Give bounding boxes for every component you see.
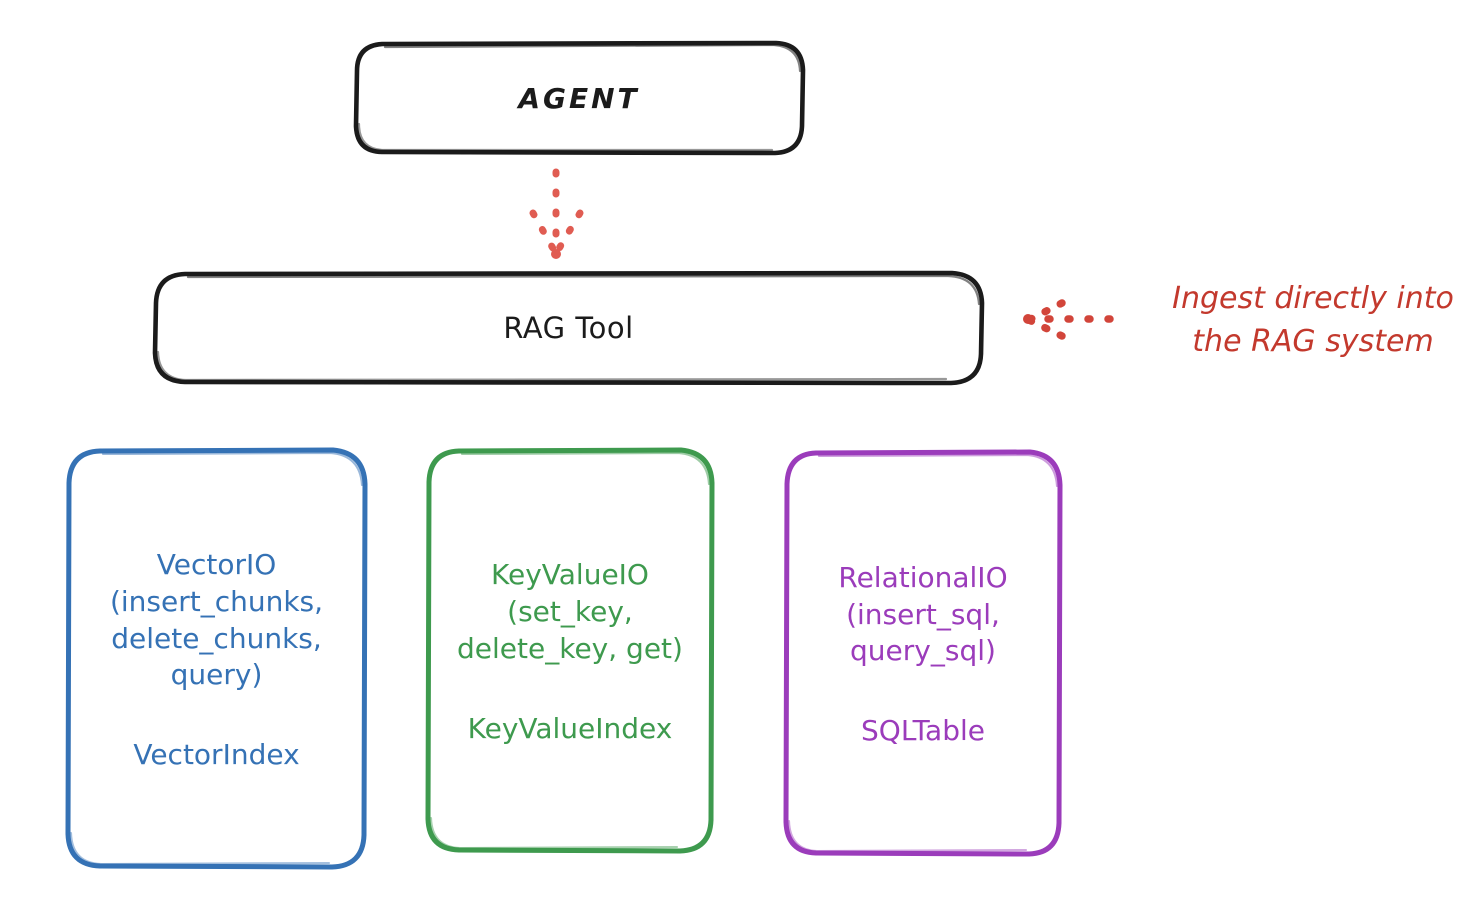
relational-io-content: RelationalIO (insert_sql, query_sql) SQL… [786,560,1060,748]
vector-index-label: VectorIndex [133,738,300,772]
sql-table-label: SQLTable [861,714,985,748]
rag-tool-node[interactable]: RAG Tool [155,272,982,384]
key-value-io-api-label: KeyValueIO (set_key, delete_key, get) [457,558,683,665]
relational-io-box-outline [783,449,1063,857]
relational-io-api-label: RelationalIO (insert_sql, query_sql) [838,560,1008,668]
agent-to-rag-connector [529,168,584,259]
relational-io-node[interactable]: RelationalIO (insert_sql, query_sql) SQL… [786,452,1060,855]
key-value-io-box-outline [425,447,715,854]
vector-io-node[interactable]: VectorIO (insert_chunks, delete_chunks, … [68,450,365,868]
agent-box-outline [353,40,806,156]
key-value-io-node[interactable]: KeyValueIO (set_key, delete_key, get) Ke… [428,450,712,852]
annotation-to-rag-connector [1023,299,1114,340]
rag-tool-box-outline [152,270,985,386]
rag-tool-label: RAG Tool [503,311,634,345]
vector-io-box-outline [65,447,368,870]
ingest-annotation-label: Ingest directly into the RAG system [1172,281,1454,359]
vector-io-api-label: VectorIO (insert_chunks, delete_chunks, … [109,547,324,692]
key-value-index-label: KeyValueIndex [467,711,673,745]
key-value-io-content: KeyValueIO (set_key, delete_key, get) Ke… [428,557,712,745]
vector-io-content: VectorIO (insert_chunks, delete_chunks, … [68,547,365,772]
agent-label: AGENT [518,81,640,115]
agent-node[interactable]: AGENT [355,42,803,154]
